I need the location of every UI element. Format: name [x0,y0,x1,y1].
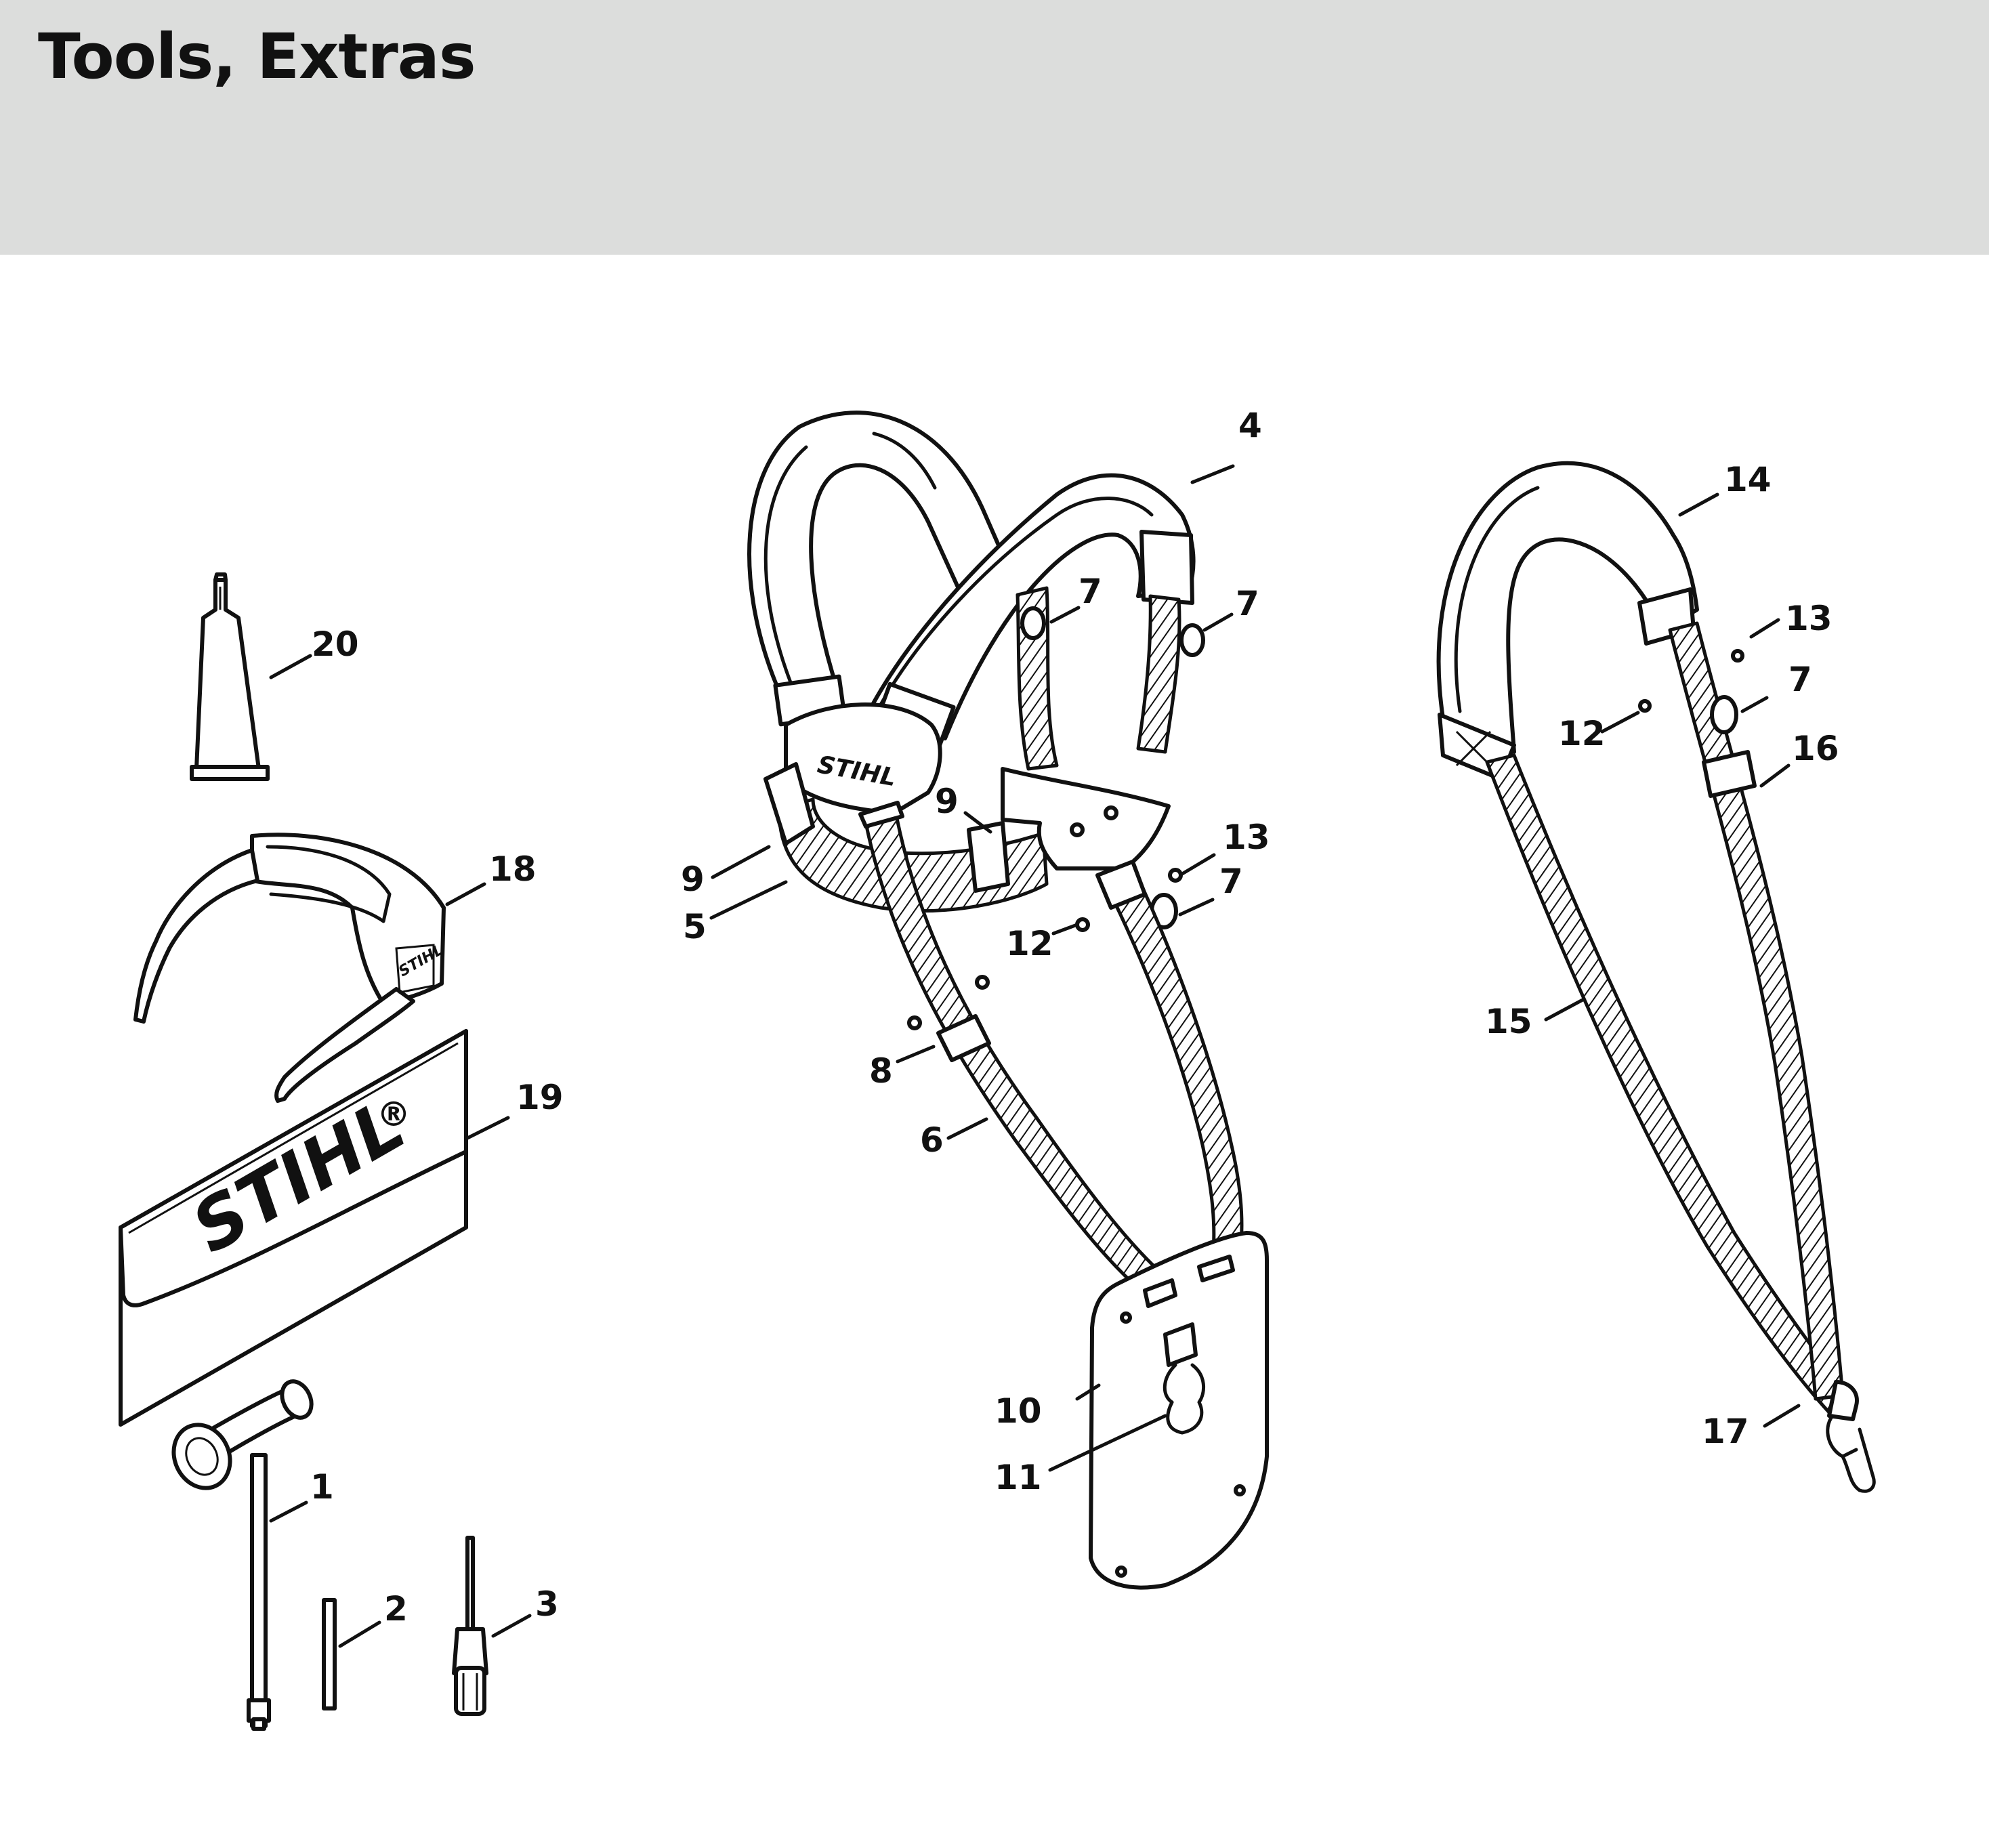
callout-6: 6 [920,1120,944,1160]
safety-glasses: STIHL [133,833,446,1103]
page-title: Tools, Extras [38,20,476,93]
callout-12: 12 [1006,924,1053,963]
callout-11: 11 [994,1458,1042,1497]
pin [322,1598,337,1710]
strap-adjuster-upper-left [1020,606,1046,640]
callout-7: 7 [1219,862,1243,901]
callout-5: 5 [683,907,707,946]
screwdriver [452,1536,488,1716]
harness-left-shoulder-strap [747,411,1008,727]
callout-10: 10 [994,1391,1042,1431]
harness-hip-pad [1089,1231,1269,1590]
harness-back-plate: STIHL [784,702,942,815]
callout-18: 18 [489,849,537,889]
tool-pouch: STIHL ® [119,1029,468,1427]
callout-13: 13 [1223,818,1270,857]
harness-fasteners [907,868,1183,1030]
callout-17: 17 [1702,1412,1749,1451]
callout-15: 15 [1485,1002,1532,1041]
harness-waist-belt [763,762,1049,912]
snap-hook [1826,1380,1876,1493]
callout-19: 19 [516,1078,564,1117]
callout-9: 9 [935,782,959,821]
callout-12: 12 [1558,714,1606,753]
callout-leaders [269,464,1801,1648]
callout-7: 7 [1079,572,1102,611]
combination-wrench [171,1379,314,1731]
callout-7: 7 [1788,660,1812,699]
callout-4: 4 [1238,406,1262,445]
strap-adjuster-upper-right [1179,623,1205,657]
harness-left-front-strap [858,801,1164,1296]
callout-labels: 4 7 7 9 9 5 13 7 12 8 6 10 11 14 13 7 12… [310,406,1839,1629]
callout-2: 2 [384,1589,408,1629]
callout-7: 7 [1236,584,1259,623]
callout-3: 3 [535,1584,559,1624]
pouch-registered-mark: ® [377,1095,411,1134]
callout-20: 20 [312,625,359,664]
callout-8: 8 [869,1051,893,1091]
callout-1: 1 [310,1467,334,1507]
callout-16: 16 [1792,729,1839,768]
callout-9: 9 [681,860,705,899]
header-bar: Tools, Extras [0,0,1989,255]
callout-14: 14 [1724,460,1772,499]
callout-13: 13 [1785,599,1833,638]
grease-tube [190,572,270,781]
